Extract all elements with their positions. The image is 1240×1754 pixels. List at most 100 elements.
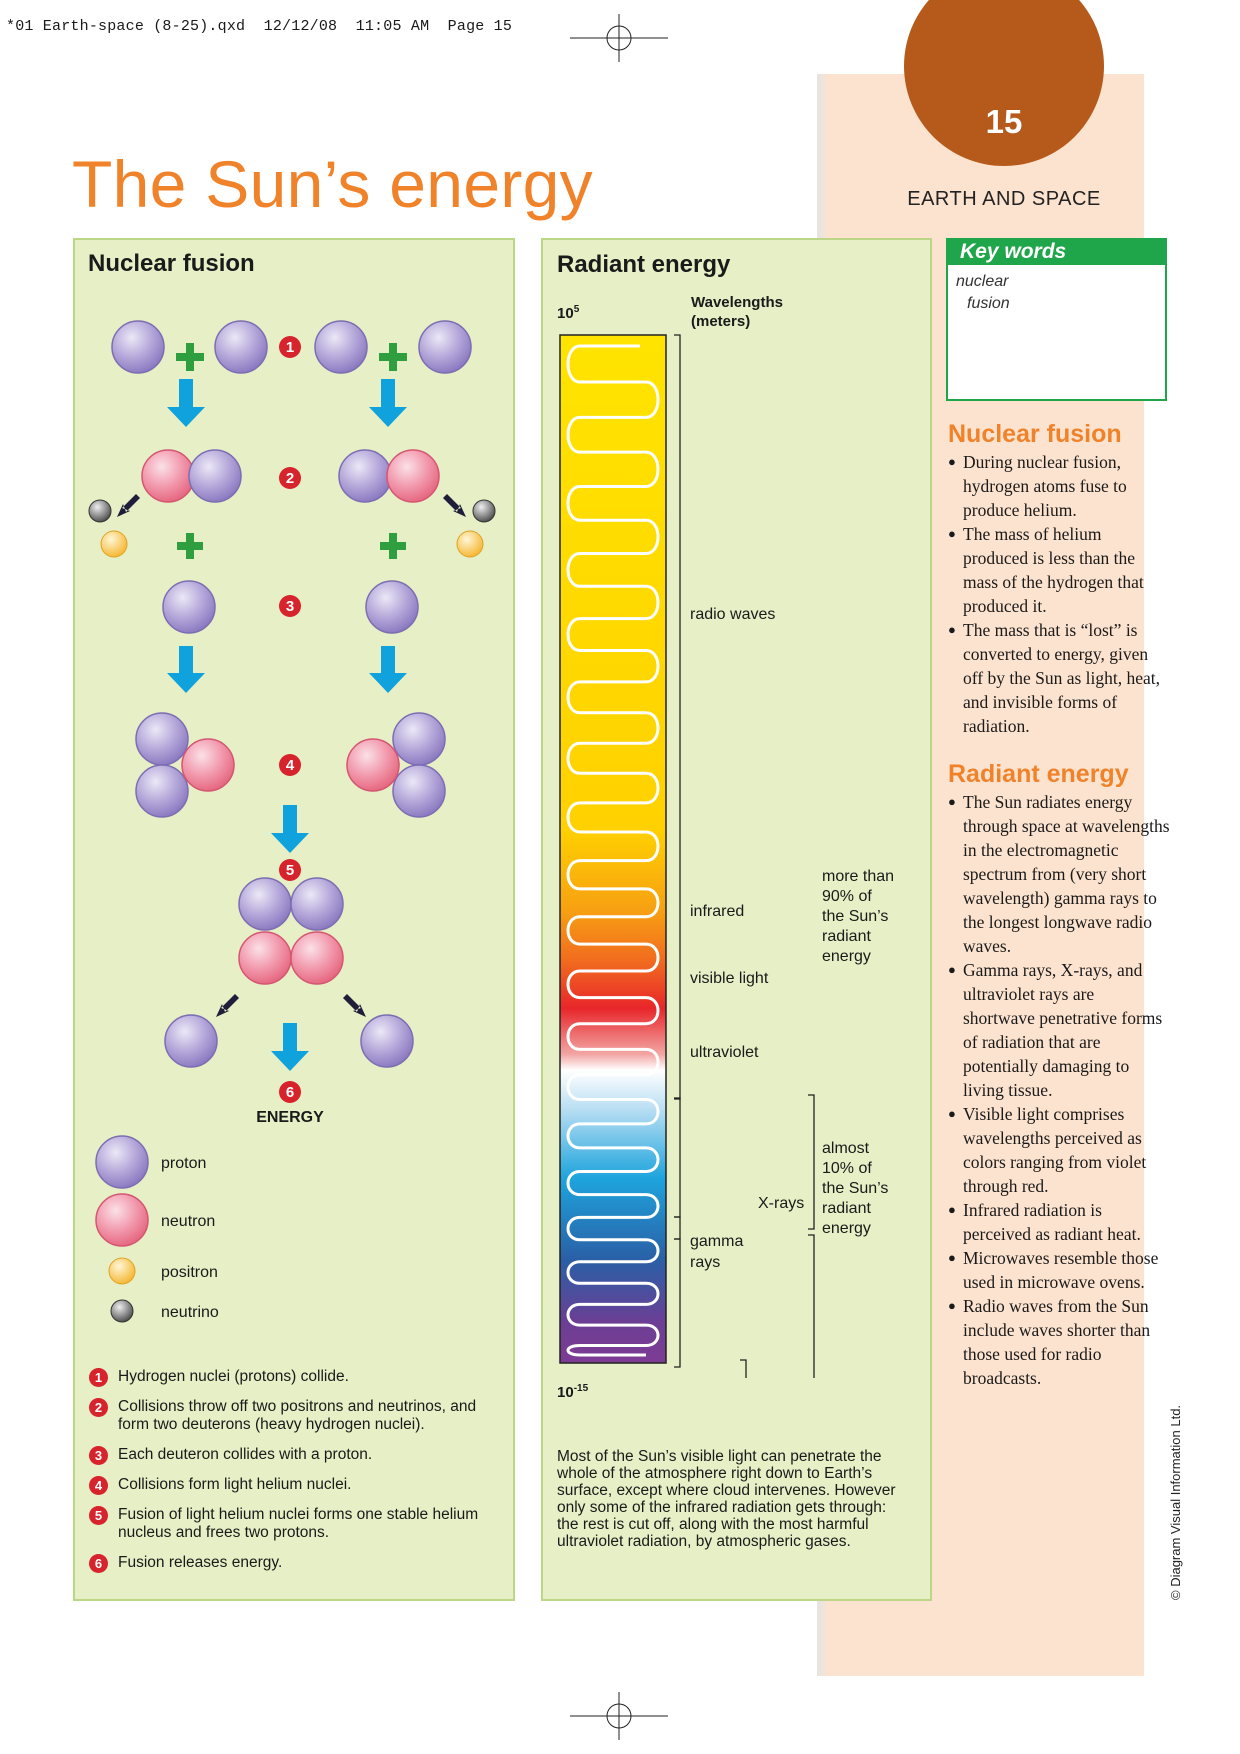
band-gamma: gamma rays	[690, 1231, 743, 1273]
neutron-icon	[290, 931, 344, 985]
key-words-title: Key words	[946, 238, 1167, 265]
bracket-90	[808, 1094, 815, 1230]
scale-top-exp: 5	[573, 304, 580, 315]
proton-icon	[111, 320, 165, 374]
arrow-diag-icon	[216, 994, 239, 1017]
legend-proton: proton	[161, 1155, 206, 1172]
page-number: 15	[985, 103, 1023, 140]
sidebar-fusion-list: During nuclear fusion, hydrogen atoms fu…	[948, 450, 1168, 738]
note-text: Fusion of light helium nuclei forms one …	[118, 1506, 479, 1541]
proton-icon	[392, 764, 446, 818]
arrow-down-icon	[167, 379, 205, 427]
sidebar-radiant-point: Radio waves from the Sun include waves s…	[948, 1294, 1170, 1390]
sidebar-fusion-point: The mass of helium produced is less than…	[948, 522, 1168, 618]
note-item: 1 Hydrogen nuclei (protons) collide.	[88, 1368, 508, 1387]
radiant-energy-panel-title: Radiant energy	[557, 251, 731, 278]
band-gamma-line-1: gamma	[690, 1233, 744, 1250]
group-90-label: more than 90% of the Sun’s radiant energ…	[822, 867, 894, 967]
scale-bottom-base: 10	[557, 1384, 574, 1401]
step-1-label: 1	[286, 339, 294, 356]
positron-icon	[100, 530, 128, 558]
note-number: 3	[89, 1446, 108, 1465]
crop-mark-top-circle	[606, 25, 632, 51]
fusion-diagram: 1 2 3 4 5 6 ENERGY proton neutron positr…	[88, 320, 496, 1323]
arrow-diag-icon	[343, 994, 366, 1017]
group-90-line: radiant	[822, 928, 871, 945]
sidebar-radiant-heading: Radiant energy	[948, 760, 1129, 788]
arrow-down-icon	[271, 805, 309, 853]
section-label: EARTH AND SPACE	[907, 188, 1101, 210]
sidebar-radiant-point: Visible light comprises wavelengths perc…	[948, 1102, 1170, 1198]
plus-icon	[186, 343, 194, 371]
note-text: Fusion releases energy.	[118, 1554, 283, 1571]
key-words-box	[946, 238, 1167, 401]
arrow-diag-icon	[443, 494, 466, 517]
energy-label: ENERGY	[256, 1109, 324, 1126]
key-word-line-2: fusion	[967, 295, 1010, 312]
arrow-down-icon	[369, 379, 407, 427]
plus-icon	[389, 343, 397, 371]
axis-label-line-2: (meters)	[691, 313, 751, 330]
neutron-icon	[95, 1193, 149, 1247]
sidebar-fusion-point: The mass that is “lost” is converted to …	[948, 618, 1168, 738]
band-ultraviolet: ultraviolet	[690, 1044, 759, 1061]
radiant-caption: Most of the Sun’s visible light can pene…	[557, 1448, 896, 1550]
key-word-line-1: nuclear	[956, 273, 1009, 290]
proton-icon	[135, 712, 189, 766]
note-text: Collisions form light helium nuclei.	[118, 1476, 352, 1493]
sidebar-radiant-list: The Sun radiates energy through space at…	[948, 790, 1170, 1390]
step-2-label: 2	[286, 470, 294, 487]
spectrum-bar	[559, 334, 667, 1364]
neutron-icon	[386, 449, 440, 503]
scale-bottom-exp: -15	[573, 1383, 589, 1394]
crop-mark-bottom-circle	[606, 1703, 632, 1729]
sidebar-fusion-heading: Nuclear fusion	[948, 420, 1122, 448]
legend-neutron: neutron	[161, 1213, 215, 1230]
proton-icon	[314, 320, 368, 374]
proton-icon	[188, 449, 242, 503]
scale-top-base: 10	[557, 305, 574, 322]
proton-icon	[418, 320, 472, 374]
arrow-down-icon	[167, 646, 205, 693]
page-number-tab	[904, 0, 1104, 166]
note-number: 5	[89, 1506, 108, 1525]
neutron-icon	[346, 738, 400, 792]
arrow-diag-icon	[117, 494, 140, 517]
step-6-label: 6	[286, 1084, 294, 1101]
step-5-badge	[279, 859, 301, 881]
scale-bottom: 10-15	[557, 1383, 588, 1401]
proton-icon	[392, 712, 446, 766]
bracket-ultraviolet	[674, 1238, 681, 1368]
neutron-icon	[181, 738, 235, 792]
group-90-line: the Sun’s	[822, 908, 889, 925]
spectrum-diagram	[559, 334, 815, 1378]
proton-icon	[338, 449, 392, 503]
positron-icon	[108, 1257, 136, 1285]
bracket-infrared	[674, 1097, 681, 1218]
group-90-line: 90% of	[822, 888, 872, 905]
band-gamma-line-2: rays	[690, 1254, 721, 1271]
note-number: 1	[89, 1368, 108, 1387]
neutron-icon	[141, 449, 195, 503]
bracket-radio	[674, 334, 681, 1100]
sidebar-radiant-point: The Sun radiates energy through space at…	[948, 790, 1170, 958]
neutrino-icon	[472, 499, 496, 523]
step-3-badge	[279, 595, 301, 617]
note-text: Hydrogen nuclei (protons) collide.	[118, 1368, 349, 1385]
arrow-down-icon	[369, 646, 407, 693]
group-10-line: almost	[822, 1140, 870, 1157]
proton-icon	[365, 580, 419, 634]
band-infrared: infrared	[690, 903, 745, 920]
axis-label: Wavelengths(meters)	[691, 293, 783, 331]
step-4-badge	[279, 754, 301, 776]
note-item: 5 Fusion of light helium nuclei forms one…	[88, 1506, 508, 1542]
slug-line: *01 Earth-space (8-25).qxd 12/12/08 11:0…	[6, 18, 513, 35]
proton-icon	[135, 764, 189, 818]
step-1-badge	[279, 336, 301, 358]
proton-icon	[162, 580, 216, 634]
